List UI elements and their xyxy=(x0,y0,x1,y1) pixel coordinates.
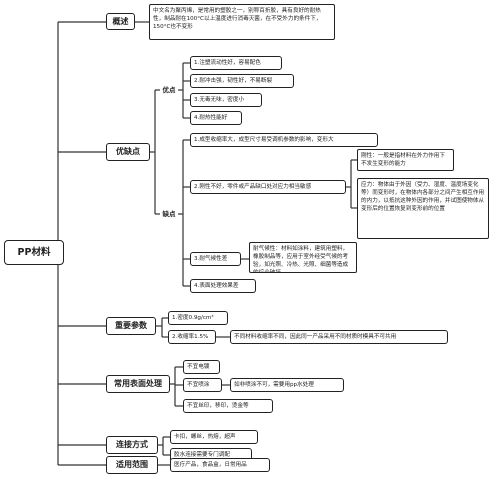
stress-note-text: 应力：物体由于外因（受力、湿度、温度场变化等）而变形时，在物体内各部分之间产生相… xyxy=(361,182,485,212)
surface-item-2[interactable]: 不宜喷涂 xyxy=(183,378,222,392)
cons-item-1-label: 1.成型收缩率大，成型尺寸易受调机参数的影响，变形大 xyxy=(194,137,334,143)
stress-note[interactable]: 应力：物体由于外因（受力、湿度、温度场变化等）而变形时，在物体内各部分之间产生相… xyxy=(357,178,489,239)
params-node[interactable]: 重要参数 xyxy=(106,317,156,335)
surface-item-2-label: 不宜喷涂 xyxy=(187,382,210,388)
cons-item-3-label: 3.耐气候性差 xyxy=(194,256,228,262)
uses-node[interactable]: 适用范围 xyxy=(106,456,158,474)
spray-note-text: 如非喷涂不可，需要用pp水处理 xyxy=(234,382,314,388)
shrink-note[interactable]: 不同材料收缩率不同，因此同一产品采用不同材质时模具不可共用 xyxy=(230,330,448,344)
joining-item-2-label: 胶水连接需要专门调配 xyxy=(174,452,230,458)
overview-text: 中文名为聚丙烯，是常用的塑胶之一，别称百折胶，具有良好的耐热性，制品耐在100°… xyxy=(153,8,322,30)
root-node[interactable]: PP材料 xyxy=(4,240,64,265)
density-item[interactable]: 1.密度0.9g/cm³ xyxy=(168,311,228,325)
spray-note[interactable]: 如非喷涂不可，需要用pp水处理 xyxy=(230,378,344,392)
root-label: PP材料 xyxy=(17,246,51,258)
pros-item-3-label: 3.无毒无味，密度小 xyxy=(194,97,245,103)
joining-label: 连接方式 xyxy=(116,440,148,449)
uses-item[interactable]: 医疗产品，食品盒，日常用品 xyxy=(170,458,270,472)
weather-note[interactable]: 耐气候性：材料如涂料，建筑用塑料，橡胶制品等，应用于室外经受气候的考验，如光照、… xyxy=(249,242,357,273)
weather-note-text: 耐气候性：材料如涂料，建筑用塑料，橡胶制品等，应用于室外经受气候的考验，如光照、… xyxy=(253,246,349,273)
pros-label: 优点 xyxy=(162,86,176,94)
pros-node[interactable]: 优点 xyxy=(158,83,180,97)
pros-item-2[interactable]: 2.耐冲击强，韧性好，不易断裂 xyxy=(190,74,294,88)
density-label: 1.密度0.9g/cm³ xyxy=(172,315,214,321)
cons-item-4-label: 4.表面处理效果差 xyxy=(194,283,239,289)
surface-node[interactable]: 常用表面处理 xyxy=(106,375,170,393)
cons-item-1[interactable]: 1.成型收缩率大，成型尺寸易受调机参数的影响，变形大 xyxy=(190,133,378,147)
uses-text: 医疗产品，食品盒，日常用品 xyxy=(174,462,247,468)
pros-item-4[interactable]: 4.耐热性能好 xyxy=(190,111,242,125)
shrink-item[interactable]: 2.收缩率1.5% xyxy=(168,330,216,344)
surface-label: 常用表面处理 xyxy=(114,379,162,388)
pros-item-3[interactable]: 3.无毒无味，密度小 xyxy=(190,93,262,107)
overview-text-box[interactable]: 中文名为聚丙烯，是常用的塑胶之一，别称百折胶，具有良好的耐热性，制品耐在100°… xyxy=(149,4,335,40)
cons-label: 缺点 xyxy=(162,210,176,218)
params-label: 重要参数 xyxy=(115,321,147,330)
cons-item-4[interactable]: 4.表面处理效果差 xyxy=(190,279,256,293)
surface-item-3[interactable]: 不宜丝印，移印，烫金等 xyxy=(183,399,273,413)
surface-item-1-label: 不宜电镀 xyxy=(187,364,210,370)
pros-cons-label: 优缺点 xyxy=(116,147,140,156)
shrink-label: 2.收缩率1.5% xyxy=(172,334,209,340)
shrink-note-text: 不同材料收缩率不同，因此同一产品采用不同材质时模具不可共用 xyxy=(234,334,397,340)
joining-item-1[interactable]: 卡扣，螺丝，热熔，超声 xyxy=(170,430,258,444)
overview-node[interactable]: 概述 xyxy=(106,13,135,30)
rigidity-note[interactable]: 刚性：一般是指材料在外力作用下不发生变形的能力 xyxy=(357,149,454,171)
pros-item-1-label: 1.注塑流动性好，容易配色 xyxy=(194,60,261,66)
cons-item-2-label: 2.刚性不好，零件或产品缺口处对应力相当敏感 xyxy=(194,184,312,190)
joining-item-1-label: 卡扣，螺丝，热熔，超声 xyxy=(174,434,236,440)
overview-label: 概述 xyxy=(112,16,129,26)
pros-item-4-label: 4.耐热性能好 xyxy=(194,115,228,121)
surface-item-3-label: 不宜丝印，移印，烫金等 xyxy=(187,403,249,409)
pros-cons-node[interactable]: 优缺点 xyxy=(106,143,150,161)
cons-item-2[interactable]: 2.刚性不好，零件或产品缺口处对应力相当敏感 xyxy=(190,180,346,194)
joining-node[interactable]: 连接方式 xyxy=(106,436,158,454)
surface-item-1[interactable]: 不宜电镀 xyxy=(183,360,220,374)
uses-label: 适用范围 xyxy=(116,460,148,469)
cons-item-3[interactable]: 3.耐气候性差 xyxy=(190,252,241,266)
cons-node[interactable]: 缺点 xyxy=(158,207,180,221)
pros-item-2-label: 2.耐冲击强，韧性好，不易断裂 xyxy=(194,78,273,84)
rigidity-note-text: 刚性：一般是指材料在外力作用下不发生变形的能力 xyxy=(361,153,445,167)
pros-item-1[interactable]: 1.注塑流动性好，容易配色 xyxy=(190,56,282,70)
